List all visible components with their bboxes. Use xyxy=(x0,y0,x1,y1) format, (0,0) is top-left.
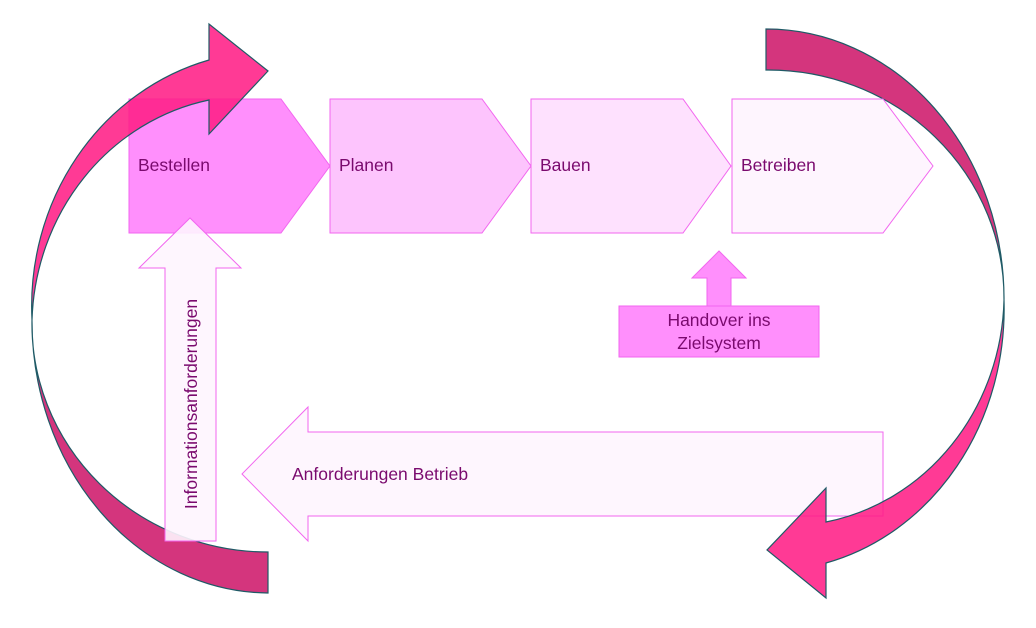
stage-label-betreiben: Betreiben xyxy=(741,155,816,175)
stage-shape-betreiben xyxy=(731,98,934,234)
handover-arrow xyxy=(690,250,748,307)
stage-label-bestellen: Bestellen xyxy=(138,155,210,175)
stage-label-bauen: Bauen xyxy=(540,155,591,175)
stage-shape-bauen xyxy=(530,98,732,234)
feedback-arrow xyxy=(241,405,884,543)
cycle-arrow-left-lower xyxy=(31,319,269,594)
stage-label-planen: Planen xyxy=(339,155,394,175)
handover-label-line2: Zielsystem xyxy=(677,333,761,353)
handover-box xyxy=(618,305,820,358)
cycle-arrow-left-upper xyxy=(31,22,269,321)
handover-label-line1: Handover ins xyxy=(667,310,770,330)
feedback-arrow-label: Anforderungen Betrieb xyxy=(292,464,468,484)
cycle-arrow-right-upper xyxy=(765,28,1005,301)
info-requirements-label: Informationsanforderungen xyxy=(181,299,201,509)
cycle-arrow-right-lower xyxy=(766,299,1005,600)
info-requirements-arrow xyxy=(137,217,243,542)
stage-shape-planen xyxy=(329,98,532,234)
stage-shape-bestellen xyxy=(128,98,331,234)
